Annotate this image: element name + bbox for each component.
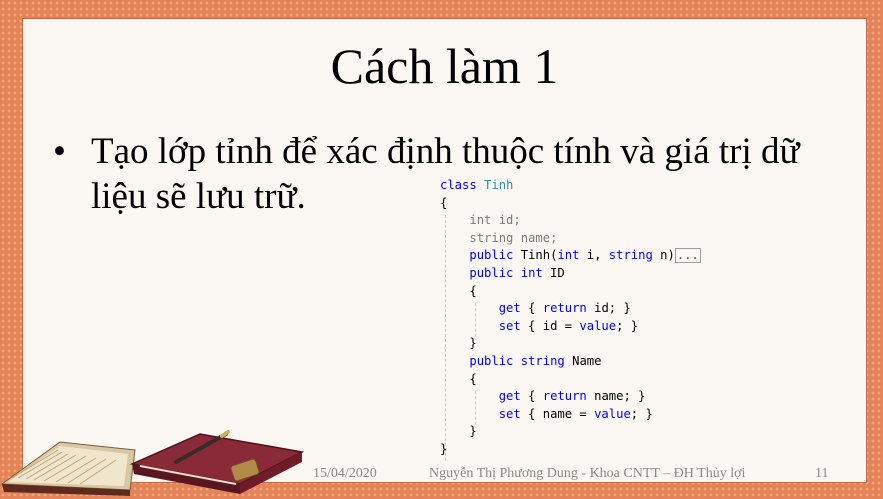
code-text: { <box>520 301 543 316</box>
code-field: id; <box>498 213 521 228</box>
code-type: Tinh <box>484 178 514 192</box>
code-text: ; } <box>630 406 653 421</box>
indent-guide <box>475 303 476 337</box>
footer-page-number: 11 <box>815 466 829 481</box>
code-text: ; } <box>616 318 639 333</box>
code-text: { name = <box>520 406 595 421</box>
code-param: n) <box>652 248 675 263</box>
code-brace: } <box>440 441 448 456</box>
code-text: name; } <box>586 389 646 404</box>
code-text: { <box>520 389 543 404</box>
code-keyword: set <box>498 318 521 333</box>
code-keyword: class <box>440 178 477 192</box>
footer-date: 15/04/2020 <box>313 466 377 481</box>
code-keyword: get <box>498 301 521 316</box>
bullet-text: Tạo lớp tỉnh để xác định thuộc tính và g… <box>91 131 800 217</box>
code-snippet: class Tinh { int id; string name; public… <box>440 177 701 459</box>
code-brace: { <box>469 283 477 298</box>
indent-guide <box>475 391 476 425</box>
code-text: { id = <box>520 318 580 333</box>
code-keyword: int <box>469 213 492 228</box>
code-keyword: get <box>498 389 521 404</box>
code-keyword: string <box>520 353 565 368</box>
books-illustration <box>0 430 305 496</box>
code-keyword: string <box>608 248 653 263</box>
code-keyword: string <box>469 230 514 245</box>
footer-author: Nguyễn Thị Phương Dung - Khoa CNTT – ĐH … <box>429 466 746 481</box>
slide: Cách làm 1 • Tạo lớp tỉnh để xác định th… <box>22 18 867 483</box>
code-keyword: public <box>469 265 514 280</box>
code-constructor: Tinh( <box>520 248 558 263</box>
code-keyword: public <box>469 353 514 368</box>
bullet-symbol: • <box>53 131 66 172</box>
code-keyword: return <box>542 301 587 316</box>
code-field: name; <box>520 230 558 245</box>
code-brace: { <box>440 195 448 210</box>
code-keyword: value <box>579 318 617 333</box>
slide-title: Cách làm 1 <box>330 38 559 94</box>
code-text: id; } <box>586 301 631 316</box>
collapsed-region-marker[interactable]: ... <box>674 248 701 264</box>
code-keyword: set <box>498 406 521 421</box>
code-keyword: return <box>542 389 587 404</box>
code-brace: } <box>469 424 477 439</box>
indent-guide <box>445 215 446 461</box>
code-keyword: int <box>520 265 543 280</box>
code-param: i, <box>579 248 609 263</box>
code-keyword: int <box>557 248 580 263</box>
code-brace: } <box>469 336 477 351</box>
code-property: Name <box>572 353 602 368</box>
code-keyword: value <box>594 406 631 421</box>
code-brace: { <box>469 371 477 386</box>
code-property: ID <box>550 265 565 280</box>
code-keyword: public <box>469 248 514 263</box>
